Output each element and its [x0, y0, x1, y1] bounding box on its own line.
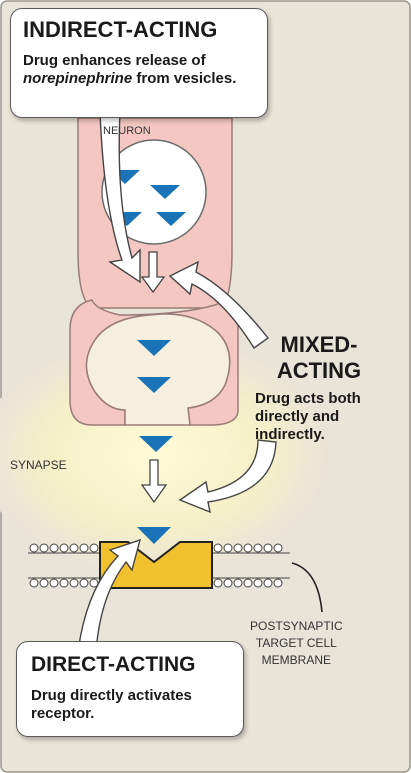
membrane-pointer [291, 562, 323, 613]
neurotransmitter-molecule [137, 340, 171, 356]
direct-acting-callout: DIRECT-ACTING Drug directly activates re… [16, 641, 244, 737]
synapse-label: SYNAPSE [10, 458, 67, 472]
neurotransmitter-molecule [156, 212, 186, 226]
membrane-lipids-left [28, 543, 100, 588]
indirect-acting-title: INDIRECT-ACTING [23, 17, 218, 42]
direct-callout-arrow [77, 538, 142, 653]
neurotransmitter-molecule [139, 436, 173, 452]
norepinephrine-term: norepinephrine [23, 70, 133, 87]
membrane-label-line1: POSTSYNAPTIC [250, 619, 343, 633]
mixed-lower-arrow [178, 439, 277, 514]
diffusion-arrow [140, 459, 168, 504]
indirect-acting-description: Drug enhances release of norepinephrine … [23, 52, 255, 88]
membrane-label-line2: TARGET CELL [255, 636, 337, 650]
neurotransmitter-molecule [150, 185, 180, 199]
neuron-label: NEURON [103, 125, 151, 137]
membrane-label-line3: MEMBRANE [261, 653, 332, 667]
indirect-description-start: Drug enhances release of [23, 52, 206, 69]
indirect-description-end: from vesicles. [132, 70, 237, 87]
mixed-acting-title-line1: MIXED- [280, 332, 358, 357]
direct-acting-title: DIRECT-ACTING [31, 653, 196, 676]
bound-neurotransmitter [137, 527, 171, 544]
synaptic-cleft [85, 313, 231, 426]
mixed-acting-description: Drug acts both directly and indirectly. [255, 390, 361, 443]
neurotransmitter-molecule [137, 377, 171, 393]
mixed-upper-arrow [168, 260, 270, 350]
mixed-acting-title-line2: ACTING [276, 358, 362, 383]
indirect-acting-callout: INDIRECT-ACTING Drug enhances release of… [10, 8, 268, 118]
mixed-acting-callout: MIXED- ACTING Drug acts both directly an… [239, 324, 399, 462]
membrane-lipids-right [212, 543, 290, 588]
indirect-callout-arrow [99, 111, 141, 284]
release-arrow [140, 251, 166, 294]
membrane-label: POSTSYNAPTIC TARGET CELL MEMBRANE [250, 618, 343, 669]
direct-acting-description: Drug directly activates receptor. [31, 687, 192, 722]
